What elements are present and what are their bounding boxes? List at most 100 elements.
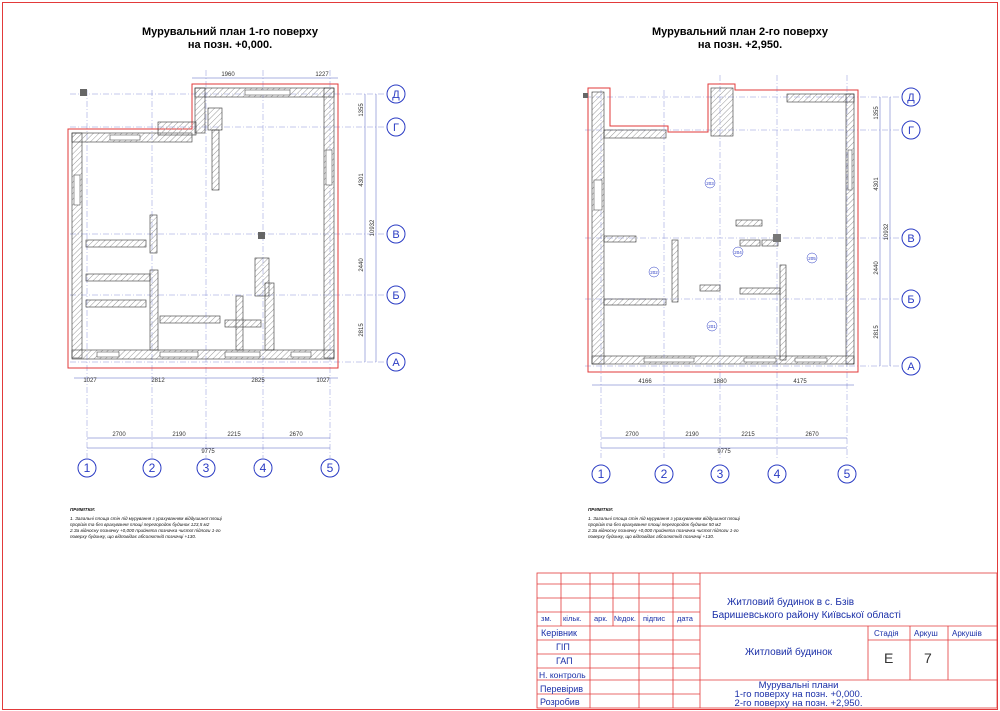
plan2-title-line2: на позн. +2,950. [697,39,783,51]
stamp-role-gap: ГАП [556,656,573,666]
plan2-axis-D: Д [907,92,915,104]
plan2-corner-mark [583,93,588,98]
plan1-dim-o2: 2812 [151,378,165,384]
plan2-notes: ПРИМІТКИ: 1. Загальні площа стін під мур… [588,507,848,540]
plan2-axis-3: 3 [717,467,724,481]
plan1-axis-V: В [392,229,399,241]
plan1-axis-4: 4 [260,461,267,475]
plan1-drawing: 1 2 3 4 5 Д Г В Б А 2700 2190 2215 2670 … [67,70,406,478]
plan1-dim-b2: 2190 [172,432,186,438]
plan1-column-mark-2 [258,232,265,239]
plan2-dim-r2: 4301 [874,177,880,191]
stamp-role-rozrobyv: Розробив [540,697,580,707]
plan1-axis-5: 5 [327,461,334,475]
stamp-role-pereviryv: Перевірив [540,684,584,694]
plan1-dim-r4: 2815 [359,323,365,337]
plan2-axis-2: 2 [661,467,668,481]
plan1-title-line1: Мурувальний план 1-го поверху [141,26,319,38]
plan1-dim-t2: 1227 [315,72,329,78]
stamp-drawing-line2: 1-го поверху на позн. +0,000. [734,689,863,700]
plan2-note-line: 2.За відносну позначку +0,000 прийнята п… [588,528,739,533]
plan2-note-line: прорізів та без врахування площі перегор… [588,522,721,527]
plan2-dim-b4: 2670 [805,432,819,438]
plan1-dim-o4: 1027 [316,378,330,384]
plan1-axis-1: 1 [84,461,91,475]
plan2-title: Мурувальний план 2-го поверху на позн. +… [630,26,850,52]
stamp-drawing-line1: Мурувальні плани [758,680,839,691]
plan2-dim-o3: 4175 [793,379,807,385]
plan1-dimension-lines [74,77,377,449]
plan2-room-202: 202 [650,270,658,275]
plan2-col-markers [591,464,857,484]
stamp-role-kerivnyk: Керівник [541,628,577,638]
plan1-note-line: 2.За відносну позначку +0,000 прийнята п… [70,528,221,533]
plan2-column-mark [773,234,781,242]
plan1-dim-r2: 4301 [359,173,365,187]
plan2-dim-r4: 2815 [874,325,880,339]
stamp-header-ndok: №док. [614,614,636,623]
stamp-header-pidpys: підпис [643,614,666,623]
plan1-dim-o3: 2825 [251,378,265,384]
plan1-dim-rtotal: 10932 [370,219,376,236]
plan1-dim-t1: 1960 [221,72,235,78]
plan2-outline [587,83,859,373]
plan2-dim-rtotal: 10932 [884,223,890,240]
plan1-row-markers [386,84,406,372]
plan1-dim-r3: 2440 [359,258,365,272]
plan2-dim-b2: 2190 [685,432,699,438]
plan1-axis-G: Г [393,122,399,134]
plan2-note-line: поверху будинку, що відповідає абсолютні… [588,534,715,539]
plan1-col-markers [77,458,340,478]
plan2-axis-4: 4 [774,467,781,481]
plan2-room-205: 205 [808,256,816,261]
stamp-sheet-label: Аркуш [914,629,938,638]
plan2-title-line1: Мурувальний план 2-го поверху [651,26,829,38]
plan2-room-204: 204 [734,250,742,255]
plan1-column-mark [80,89,87,96]
plan1-note-line: поверху будинку, що відповідає абсолютні… [70,534,197,539]
stamp-sheet-value: 7 [924,650,932,666]
plan2-dim-o1: 4166 [638,379,652,385]
plan1-windows [73,89,333,358]
stamp-stage-label: Стадія [874,629,899,638]
plan2-axis-5: 5 [844,467,851,481]
plan2-dim-total: 9775 [717,449,731,455]
plan2-dim-b3: 2215 [741,432,755,438]
stamp-project-line2: Баришевського району Київської області [712,610,901,621]
plan1-dim-b4: 2670 [289,432,303,438]
plan2-axis-G: Г [908,125,914,137]
stamp-header-data: дата [677,614,693,623]
plan1-axis-2: 2 [149,461,156,475]
plan1-axis-D: Д [392,89,400,101]
plan1-notes: ПРИМІТКИ: 1. Загальні площа стін під мур… [70,507,330,540]
plan1-dim-o1: 1027 [83,378,97,384]
plan2-note-line: 1. Загальні площа стін під мурування з у… [588,516,740,521]
plan2-dim-o2: 1880 [713,379,727,385]
plan1-axis-A: А [392,357,400,369]
plan1-note-line: 1. Загальні площа стін під мурування з у… [70,516,222,521]
plan1-title: Мурувальний план 1-го поверху на позн. +… [120,26,340,52]
plan2-dim-b1: 2700 [625,432,639,438]
stamp-role-gip: ГІП [556,642,570,652]
plan2-row-markers [901,87,921,376]
stamp-header-kilk: кільк. [563,614,582,623]
stamp-stage-value: Е [884,650,894,666]
plan2-axis-B: Б [907,294,914,306]
plan2-axis-1: 1 [598,467,605,481]
plan2-room-201: 201 [708,324,716,329]
plan1-dim-b3: 2215 [227,432,241,438]
stamp-header-zm: зм. [541,614,552,623]
stamp-object: Житловий будинок [745,647,833,658]
stamp-header-ark: арк. [594,614,608,623]
stamp-drawing-line3: 2-го поверху на позн. +2,950. [734,698,863,709]
plan2-room-tags [648,177,818,332]
plan2-axis-A: А [907,361,915,373]
plan2-notes-title: ПРИМІТКИ: [588,507,614,512]
plan2-room-203: 203 [706,181,714,186]
plan1-note-line: прорізів та без врахування площі перегор… [70,522,210,527]
plan2-dim-r3: 2440 [874,261,880,275]
stamp-project-line1: Житловий будинок в с. Бзів [727,597,855,608]
plan1-dim-total: 9775 [201,449,215,455]
